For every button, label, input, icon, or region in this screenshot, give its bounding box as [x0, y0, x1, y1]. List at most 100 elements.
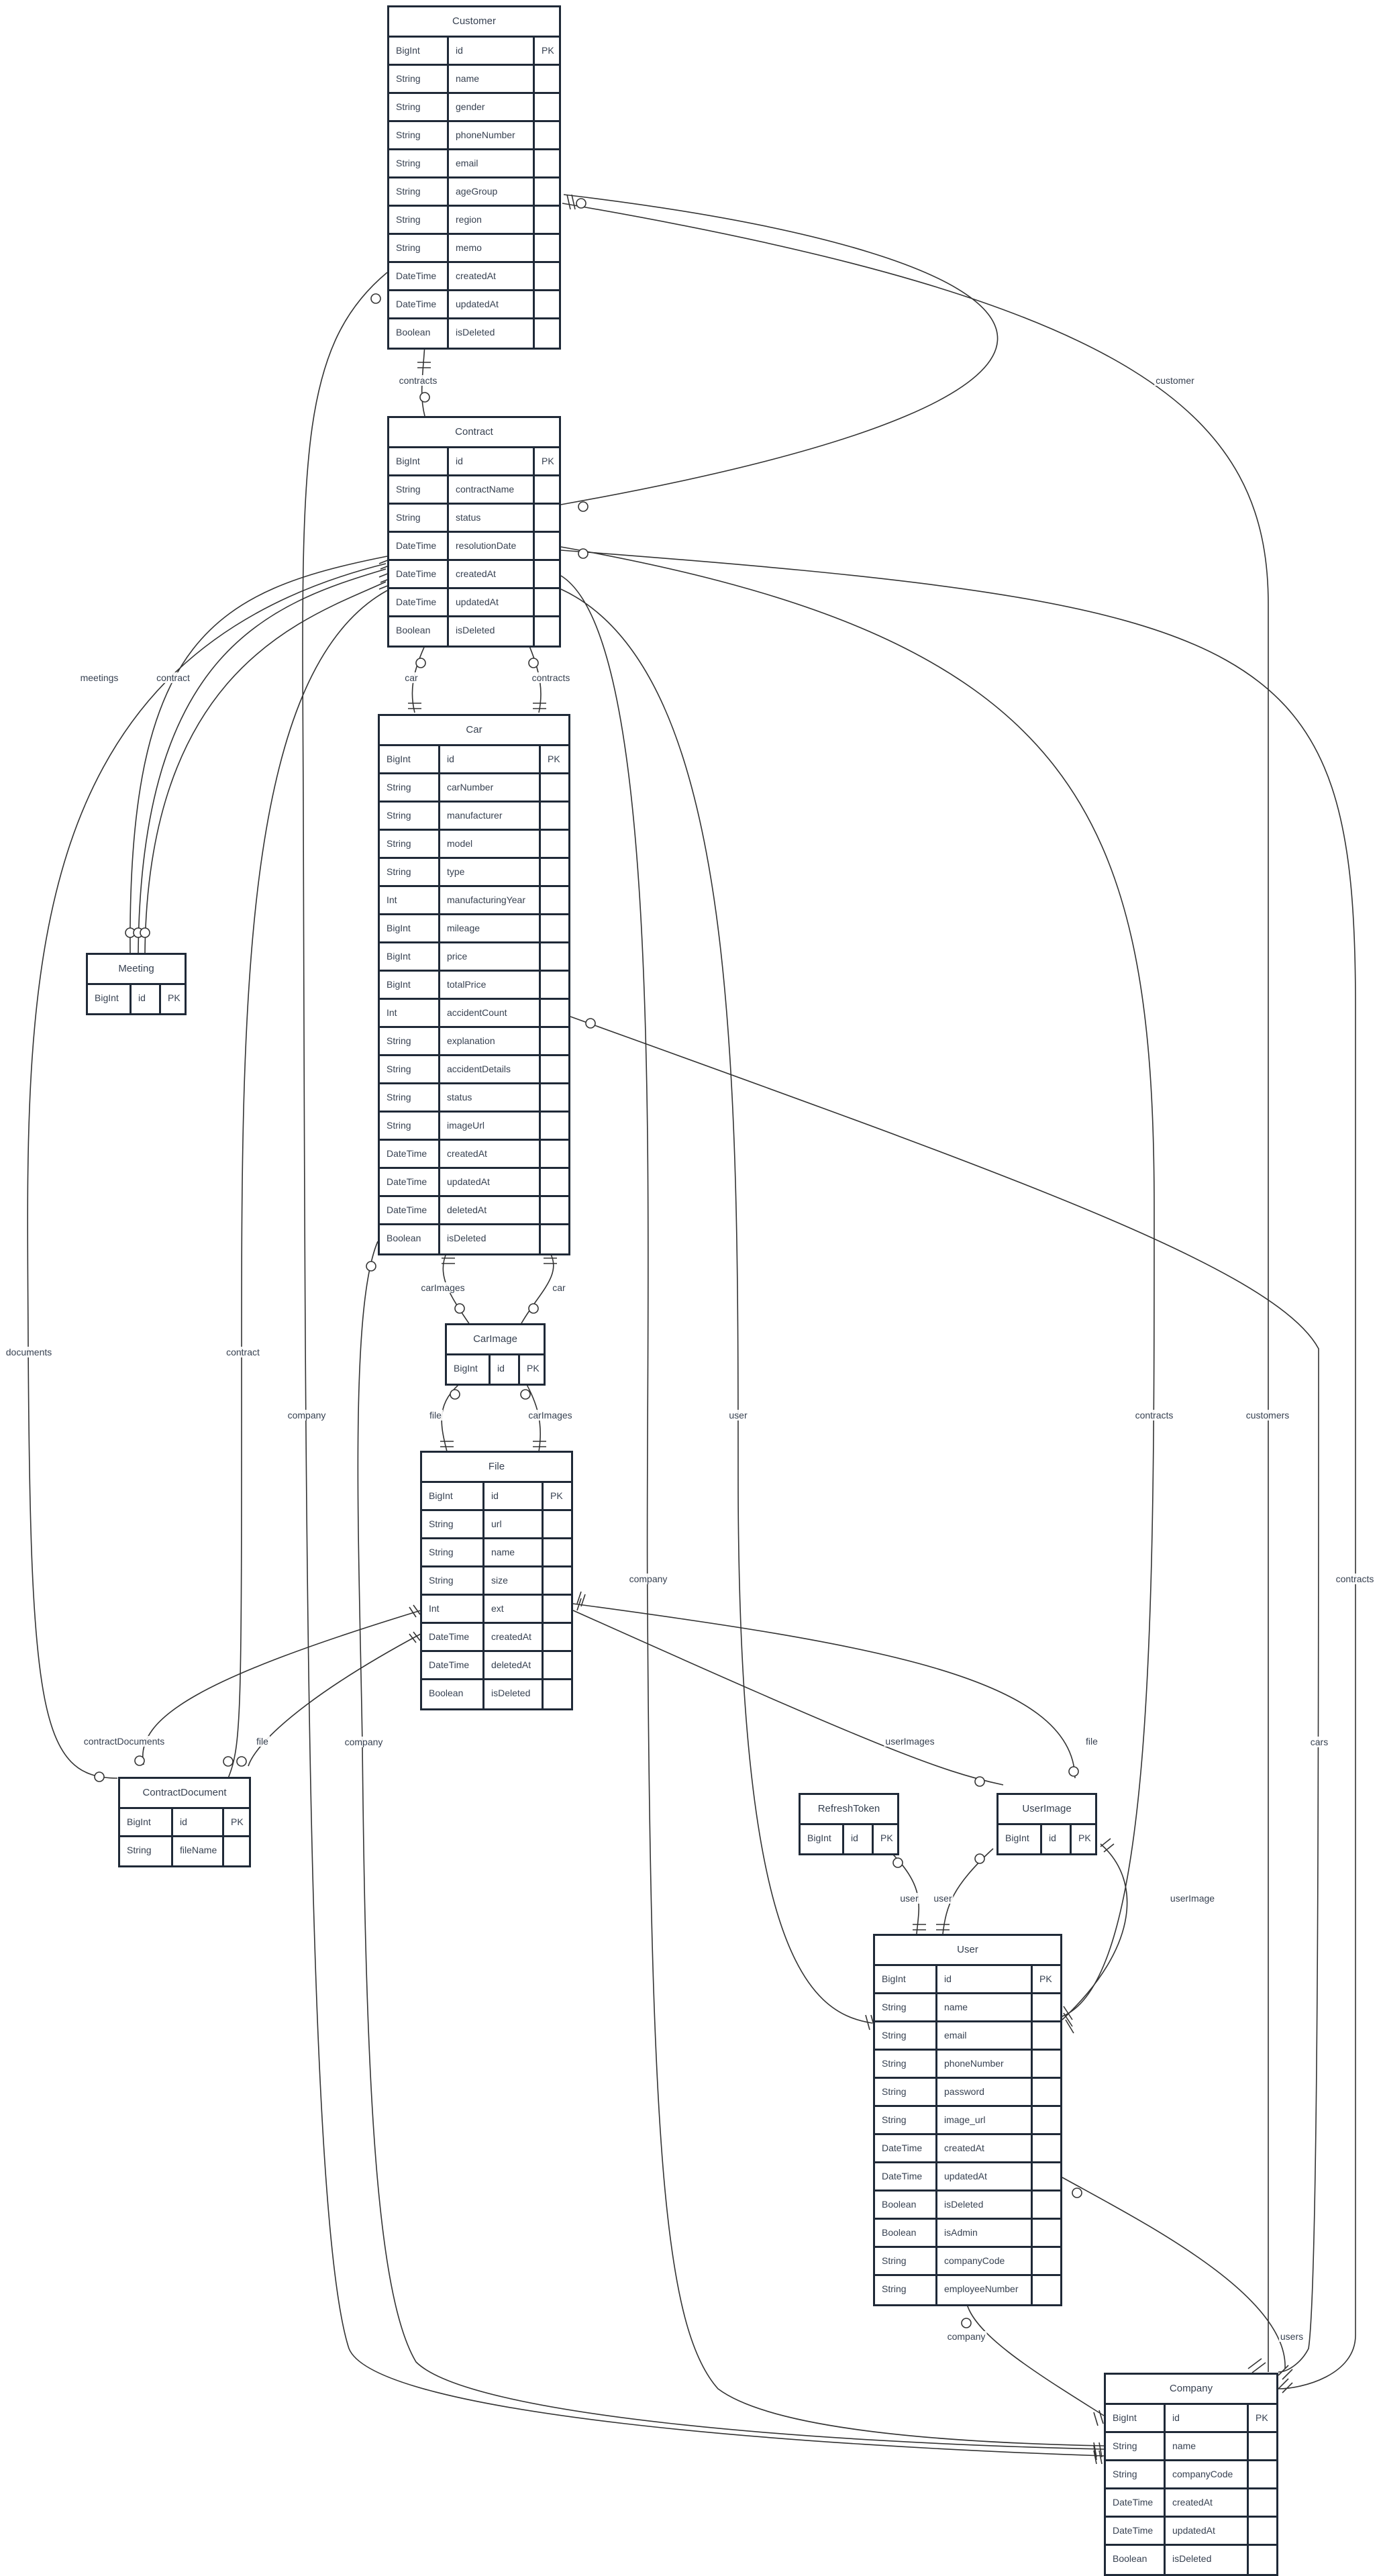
attribute-name: name — [1164, 2433, 1247, 2459]
attribute-key — [539, 1084, 568, 1111]
relationship-label: contracts — [1133, 1410, 1175, 1421]
attribute-type: Int — [429, 1603, 440, 1614]
attribute-type: String — [127, 1845, 152, 1855]
attribute-key — [533, 178, 559, 205]
relationship-label: cars — [1309, 1737, 1330, 1747]
attribute-type: String — [396, 158, 421, 168]
attribute-name: updatedAt — [447, 291, 533, 317]
attribute-name: id — [438, 746, 539, 772]
attribute-key — [539, 1169, 568, 1195]
attribute-type: BigInt — [429, 1490, 453, 1501]
attribute-name: mileage — [438, 915, 539, 941]
attribute-type: DateTime — [396, 568, 437, 579]
attribute-type: BigInt — [1005, 1833, 1029, 1843]
attribute-type: String — [882, 2086, 907, 2097]
relationship-label: meetings — [79, 672, 120, 683]
attribute-name: id — [842, 1825, 872, 1853]
relationship-label: contractDocuments — [82, 1736, 166, 1747]
attribute-type: String — [387, 1120, 411, 1131]
attribute-row: DateTime createdAt — [1106, 2489, 1276, 2518]
attribute-type: String — [387, 1064, 411, 1074]
attribute-name: status — [447, 505, 533, 531]
relationship-label: file — [428, 1410, 443, 1421]
attribute-key — [533, 150, 559, 176]
attribute-key — [533, 291, 559, 317]
relationship-label: car — [403, 672, 419, 683]
attribute-type: BigInt — [95, 992, 119, 1003]
attribute-key — [1247, 2518, 1276, 2544]
attribute-name: createdAt — [1164, 2489, 1247, 2516]
entity-title: UserImage — [999, 1795, 1095, 1825]
attribute-key: PK — [159, 985, 185, 1013]
attribute-name: resolutionDate — [447, 533, 533, 559]
attribute-key: PK — [872, 1825, 897, 1853]
attribute-name: id — [171, 1809, 222, 1835]
attribute-type: String — [387, 1092, 411, 1102]
attribute-key — [533, 122, 559, 148]
relationship-label: contracts — [530, 672, 572, 683]
attribute-key — [542, 1624, 571, 1650]
entity-title: Company — [1106, 2375, 1276, 2405]
entity-title: ContractDocument — [120, 1779, 249, 1809]
attribute-name: id — [1040, 1825, 1070, 1853]
attribute-name: updatedAt — [447, 589, 533, 615]
attribute-name: id — [130, 985, 159, 1013]
attribute-key — [1031, 2248, 1060, 2274]
attribute-key — [1031, 1994, 1060, 2020]
attribute-key: PK — [222, 1809, 249, 1835]
attribute-type: BigInt — [1113, 2412, 1137, 2423]
attribute-name: carNumber — [438, 774, 539, 801]
attribute-name: companyCode — [935, 2248, 1031, 2274]
attribute-name: isDeleted — [935, 2192, 1031, 2218]
attribute-name: status — [438, 1084, 539, 1111]
attribute-type: String — [396, 73, 421, 84]
attribute-name: createdAt — [935, 2135, 1031, 2161]
attribute-type: BigInt — [127, 1816, 151, 1827]
entity-title: Meeting — [88, 955, 185, 985]
attribute-type: DateTime — [1113, 2497, 1154, 2508]
relationship-label: userImage — [1168, 1893, 1217, 1904]
attribute-type: String — [396, 242, 421, 253]
attribute-name: name — [935, 1994, 1031, 2020]
entity-title: RefreshToken — [801, 1795, 897, 1825]
entity-title: Contract — [389, 418, 559, 448]
relationship-label: contract — [155, 672, 191, 683]
relationship-label: documents — [4, 1347, 54, 1357]
attribute-name: phoneNumber — [447, 122, 533, 148]
relationship-label: userImages — [884, 1736, 936, 1747]
entity-title: File — [422, 1453, 571, 1483]
attribute-name: isDeleted — [1164, 2546, 1247, 2574]
attribute-type: String — [429, 1518, 454, 1529]
attribute-type: String — [387, 810, 411, 821]
